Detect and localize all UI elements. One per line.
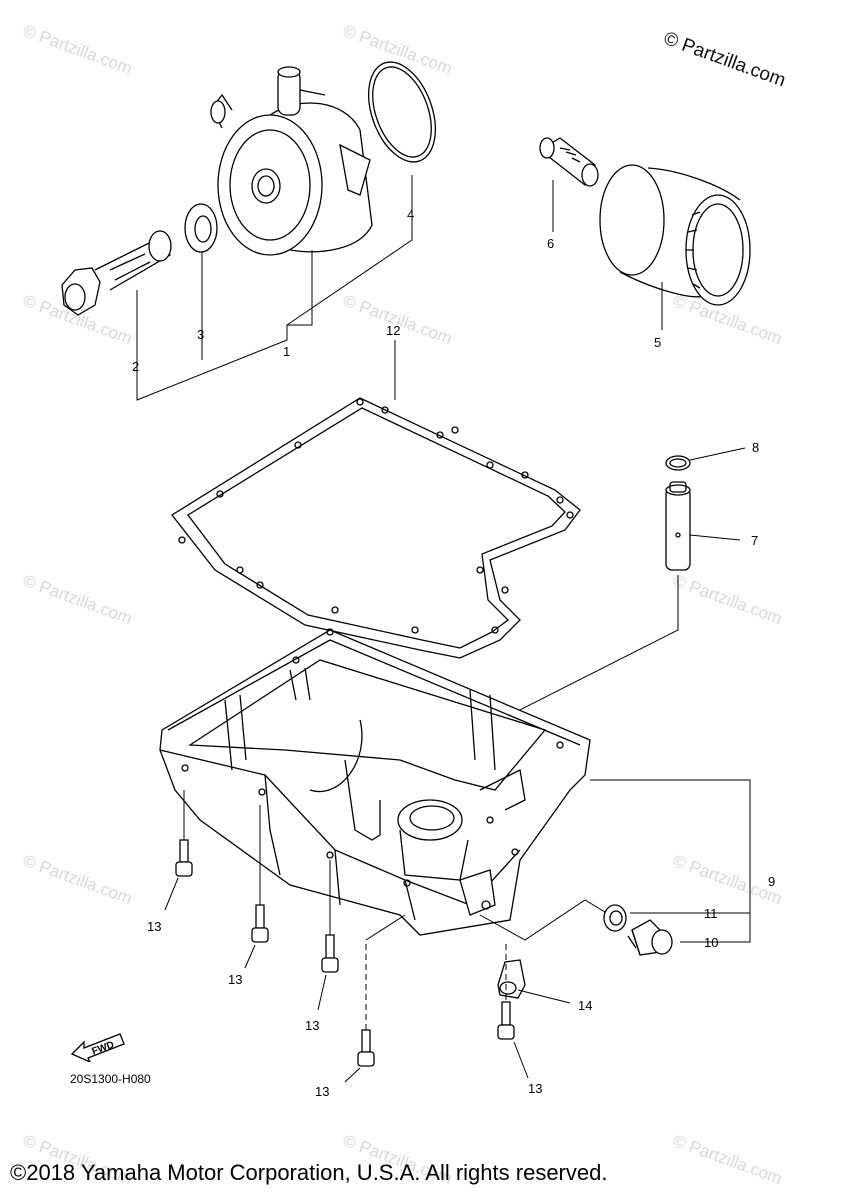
strainer-pipe-part — [665, 481, 691, 571]
oil-filter-part — [599, 164, 751, 306]
callout-13: 13 — [528, 1081, 543, 1096]
callout-10: 10 — [704, 935, 719, 950]
drain-gasket-part — [603, 904, 627, 932]
leader-lines-middle — [499, 447, 751, 943]
callout-9: 9 — [768, 874, 776, 889]
leader-lines-lower — [164, 790, 606, 1083]
callout-5: 5 — [654, 335, 662, 350]
bolt-part — [321, 934, 339, 973]
leader-lines-upper — [136, 175, 663, 401]
callout-2: 2 — [132, 359, 140, 374]
callout-11: 11 — [704, 906, 718, 921]
fwd-label: FWD — [91, 1039, 116, 1057]
oil-cooler-part — [210, 66, 373, 256]
bolt-part — [357, 1029, 375, 1067]
callout-13: 13 — [228, 972, 243, 987]
callout-12: 12 — [386, 323, 401, 338]
callout-13: 13 — [147, 919, 162, 934]
callout-1: 1 — [283, 344, 291, 359]
callout-13: 13 — [315, 1084, 330, 1099]
bolt-part — [175, 839, 193, 877]
forward-arrow-icon: FWD — [70, 1033, 125, 1062]
callout-4: 4 — [407, 207, 415, 222]
union-bolt-part — [61, 230, 172, 316]
bracket-part — [497, 959, 526, 999]
diagram-code: 20S1300-H080 — [70, 1072, 151, 1086]
callout-13: 13 — [305, 1018, 320, 1033]
callout-8: 8 — [752, 440, 760, 455]
drain-bolt-part — [627, 919, 673, 956]
callout-6: 6 — [547, 236, 555, 251]
copyright-notice: ©2018 Yamaha Motor Corporation, U.S.A. A… — [10, 1160, 608, 1185]
callout-14: 14 — [578, 998, 593, 1013]
oil-pan-part — [159, 628, 591, 936]
bolt-part — [251, 904, 269, 943]
bolt-part — [497, 1001, 515, 1040]
o-ring-part — [368, 61, 436, 163]
callout-7: 7 — [751, 533, 759, 548]
washer-part — [184, 203, 218, 253]
fitting-part — [538, 137, 599, 187]
o-ring-small-part — [665, 455, 691, 471]
gasket-part — [171, 397, 581, 659]
callout-3: 3 — [197, 327, 205, 342]
